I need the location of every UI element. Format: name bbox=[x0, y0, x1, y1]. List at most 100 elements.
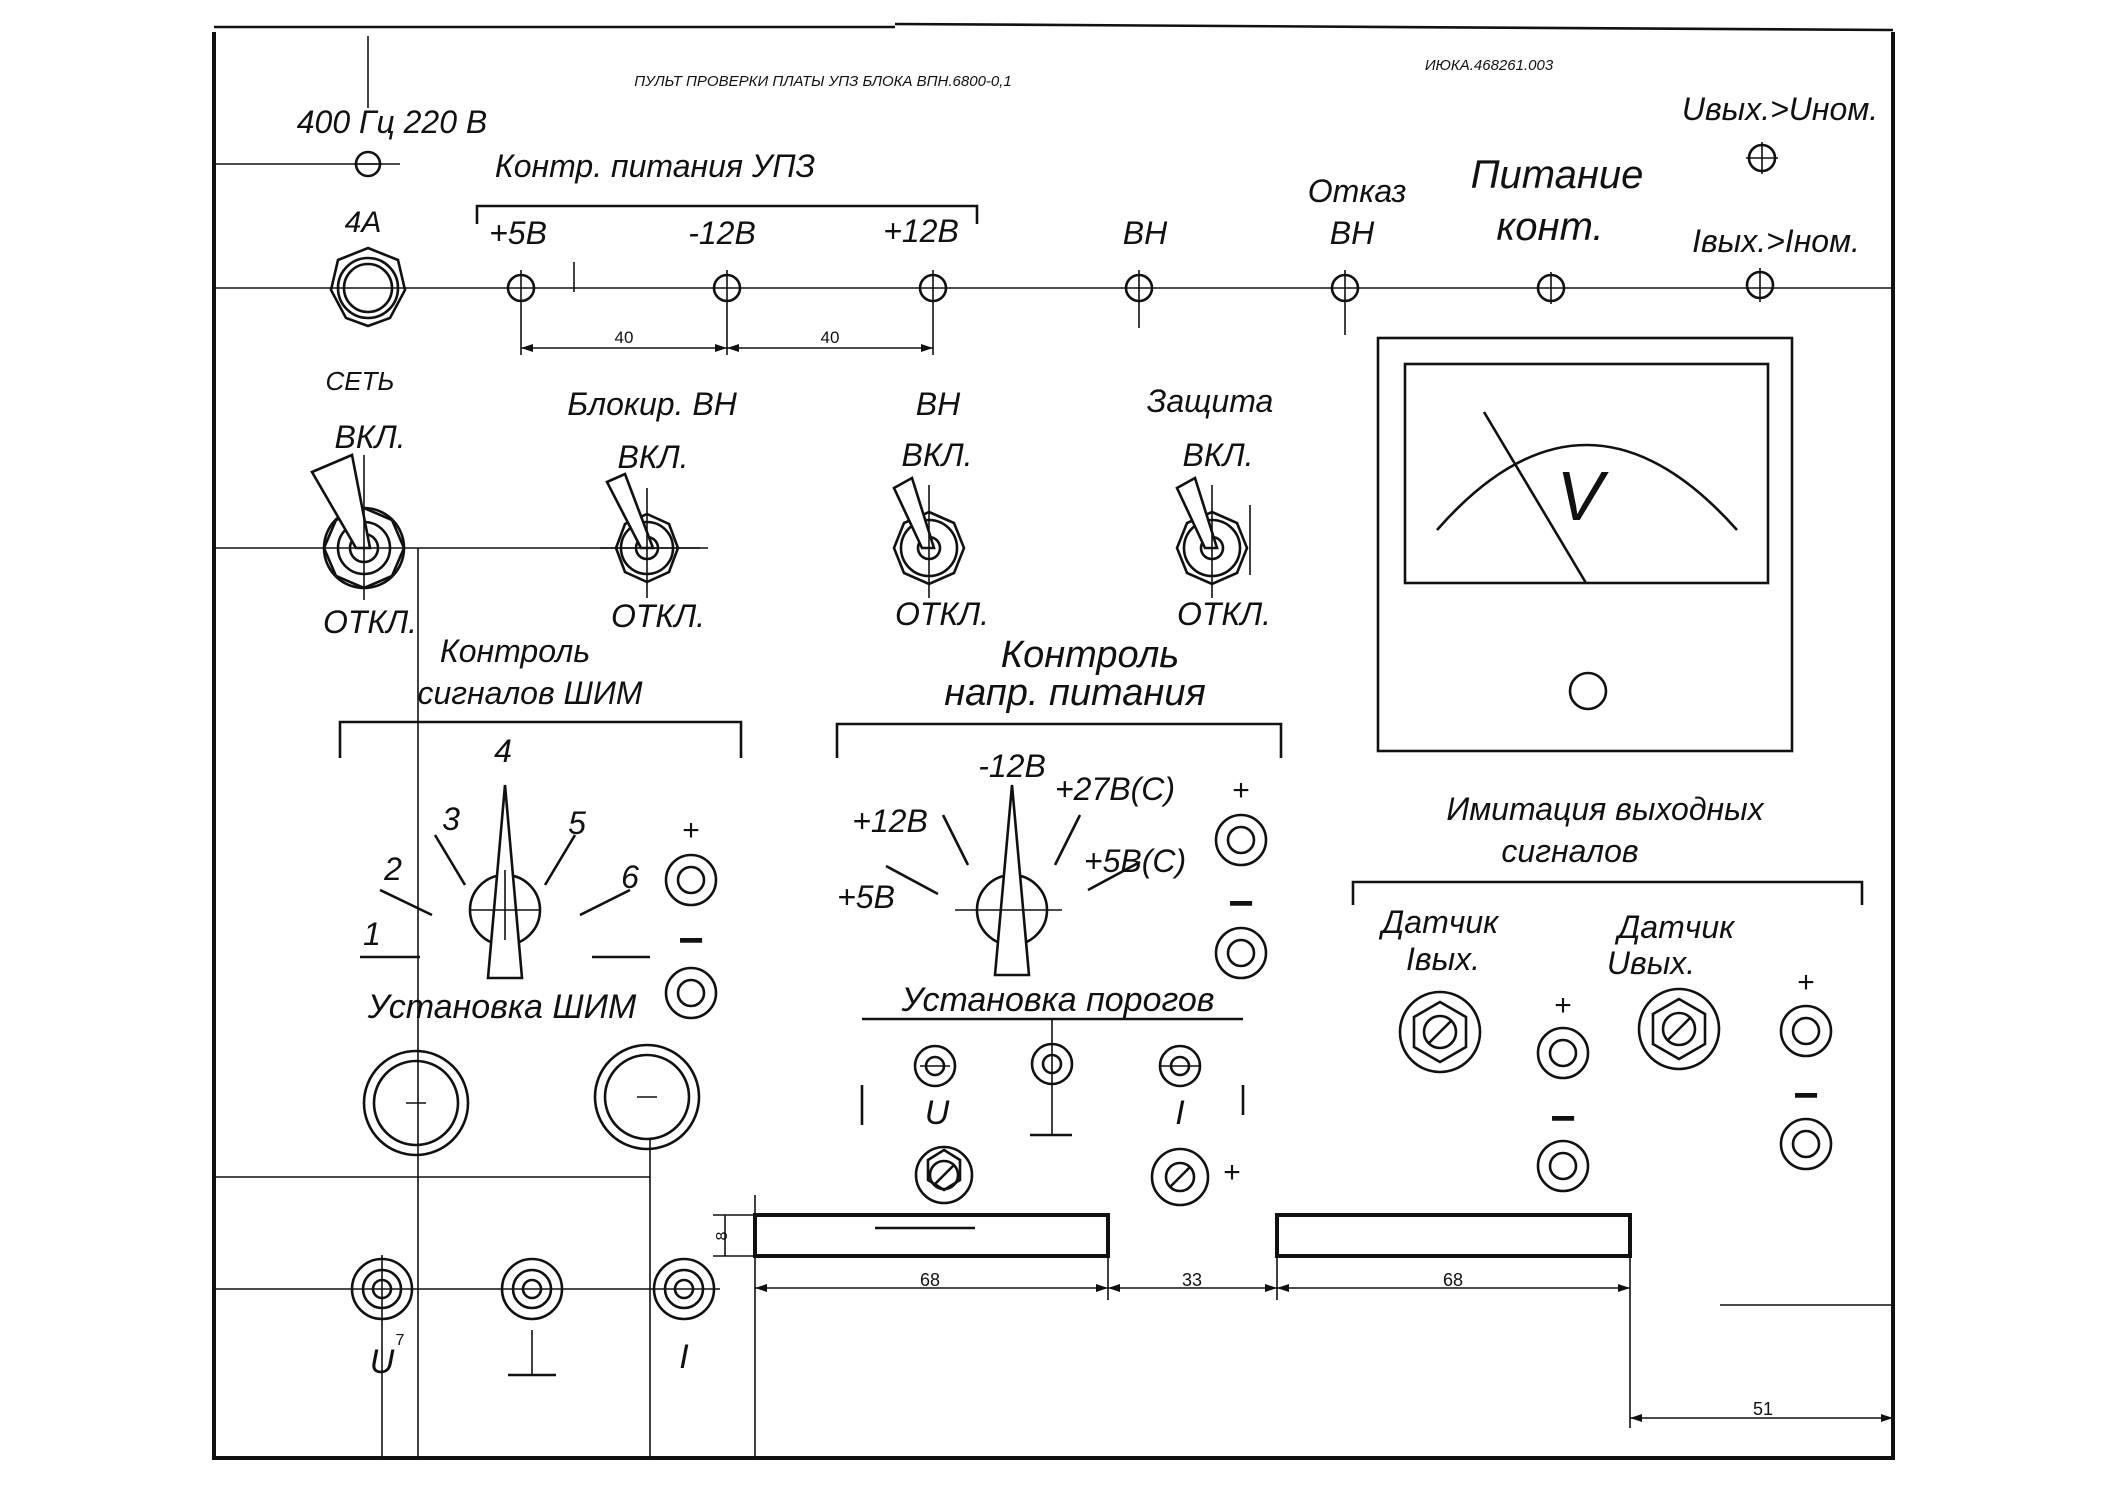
pwm-position-ticks bbox=[360, 834, 650, 959]
sensor-u-trimmer[interactable] bbox=[1637, 987, 1721, 1071]
pwm-pos-5: 5 bbox=[568, 805, 586, 841]
dim-7: 7 bbox=[396, 1332, 405, 1349]
label-on-vn: ВКЛ. bbox=[901, 437, 972, 473]
pwm-pos-6: 6 bbox=[621, 859, 639, 895]
label-off-network: ОТКЛ. bbox=[323, 604, 417, 640]
vn-toggle-switch[interactable] bbox=[892, 476, 966, 598]
bottom-window-left bbox=[753, 1213, 1110, 1258]
pwm-plus-sign: + bbox=[682, 814, 700, 847]
supply-ctrl-title-2: напр. питания bbox=[944, 672, 1206, 714]
bottom-i-jack[interactable] bbox=[652, 1257, 716, 1321]
supply-pos-plus12: +12В bbox=[852, 803, 928, 839]
sensor-u-plus-jack[interactable] bbox=[1779, 1004, 1833, 1058]
threshold-i-label: I bbox=[1175, 1094, 1185, 1132]
supply-ctrl-title-1: Контроль bbox=[1001, 634, 1180, 676]
sensor-i-plus-jack[interactable] bbox=[1536, 1026, 1590, 1080]
sensor-i-plus-sign: + bbox=[1554, 989, 1572, 1022]
bottom-ground-jack[interactable] bbox=[500, 1257, 564, 1377]
sensor-i-label-1: Датчик bbox=[1379, 904, 1500, 940]
thresholds-label: Установка порогов bbox=[900, 981, 1214, 1019]
sensor-u-minus-jack[interactable] bbox=[1779, 1117, 1833, 1171]
sensor-i-minus-jack[interactable] bbox=[1536, 1139, 1590, 1193]
label-upz-plus12: +12В bbox=[883, 213, 959, 249]
bottom-u-jack[interactable] bbox=[350, 1255, 414, 1458]
upz-supply-title: Контр. питания УПЗ bbox=[495, 148, 815, 184]
bottom-i-label: I bbox=[679, 1338, 689, 1376]
supply-minus-jack[interactable] bbox=[1214, 926, 1268, 980]
imitation-title-2: сигналов bbox=[1501, 833, 1638, 869]
power-ctrl-indicator bbox=[1536, 272, 1566, 304]
dim-8: 8 bbox=[714, 1231, 731, 1240]
label-i-overload: Iвых.>Iном. bbox=[1692, 223, 1860, 259]
panel-frame bbox=[212, 22, 1895, 1460]
label-on-protection: ВКЛ. bbox=[1182, 437, 1253, 473]
label-vn-switch: ВН bbox=[916, 386, 961, 422]
pwm-setting-label: Установка ШИМ bbox=[367, 988, 637, 1026]
label-on-network: ВКЛ. bbox=[334, 419, 405, 455]
supply-position-ticks bbox=[885, 814, 1141, 896]
label-power-ctrl-2: конт. bbox=[1496, 205, 1603, 249]
sensor-i-label-2: Iвых. bbox=[1406, 941, 1480, 977]
pwm-selector-knob[interactable] bbox=[468, 784, 542, 980]
sensor-u-label-1: Датчик bbox=[1615, 909, 1736, 945]
bottom-dimensions bbox=[713, 1195, 1893, 1458]
threshold-u-trimmer[interactable] bbox=[914, 1145, 974, 1205]
supply-selector-knob[interactable] bbox=[955, 784, 1062, 977]
dimension-40-40 bbox=[521, 344, 933, 352]
label-off-vn: ОТКЛ. bbox=[895, 596, 989, 632]
voltmeter-symbol: V bbox=[1557, 457, 1610, 535]
threshold-i-test-jack[interactable] bbox=[1158, 1044, 1202, 1088]
label-u-overload: Uвых.>Uном. bbox=[1682, 91, 1878, 127]
upz-plus12-jack[interactable] bbox=[918, 270, 948, 355]
supply-pos-plus5: +5В bbox=[837, 879, 895, 915]
bottom-u-label: U bbox=[370, 1343, 395, 1381]
label-upz-plus5: +5В bbox=[489, 215, 547, 251]
fuse-holder[interactable] bbox=[329, 246, 407, 328]
supply-plus-jack[interactable] bbox=[1214, 813, 1268, 867]
sensor-i-minus-sign: − bbox=[1550, 1094, 1576, 1143]
pwm-setting-knob-left[interactable] bbox=[362, 1049, 470, 1157]
pwm-minus-sign: − bbox=[678, 916, 704, 965]
dim-68-left: 68 bbox=[920, 1270, 940, 1290]
block-vn-toggle-switch[interactable] bbox=[600, 472, 708, 598]
document-number: ИЮКА.468261.003 bbox=[1425, 57, 1554, 74]
upz-minus12-jack[interactable] bbox=[712, 270, 742, 355]
supply-pos-plus27c: +27В(С) bbox=[1055, 771, 1175, 807]
dim-68-right: 68 bbox=[1443, 1270, 1463, 1290]
pwm-pos-2: 2 bbox=[383, 851, 402, 887]
label-power-ctrl-1: Питание bbox=[1471, 153, 1644, 197]
threshold-u-label: U bbox=[925, 1094, 950, 1132]
pwm-minus-jack[interactable] bbox=[664, 966, 718, 1020]
sensor-u-plus-sign: + bbox=[1797, 966, 1815, 999]
vn-indicator bbox=[1124, 270, 1154, 328]
supply-plus-sign: + bbox=[1232, 774, 1250, 807]
label-fail-vn-1: Отказ bbox=[1308, 173, 1407, 209]
dim-40-right: 40 bbox=[821, 328, 840, 347]
sensor-u-label-2: Uвых. bbox=[1607, 945, 1695, 981]
pwm-plus-jack[interactable] bbox=[664, 853, 718, 907]
mains-jack[interactable] bbox=[354, 150, 382, 178]
pwm-setting-knob-right[interactable] bbox=[593, 1043, 701, 1151]
sensor-i-trimmer[interactable] bbox=[1398, 990, 1482, 1074]
supply-ctrl-bracket bbox=[835, 722, 1283, 758]
supply-minus-sign: − bbox=[1228, 879, 1254, 928]
protection-toggle-switch[interactable] bbox=[1175, 476, 1251, 598]
supply-pos-plus5c: +5В(С) bbox=[1084, 843, 1186, 879]
supply-pos-minus12: -12В bbox=[978, 748, 1046, 784]
network-label: СЕТЬ bbox=[326, 366, 395, 396]
label-upz-minus12: -12В bbox=[688, 215, 756, 251]
pwm-pos-1: 1 bbox=[363, 916, 381, 952]
fuse-rating: 4А bbox=[345, 206, 382, 239]
threshold-i-trimmer[interactable] bbox=[1150, 1147, 1210, 1207]
label-off-block-vn: ОТКЛ. bbox=[611, 598, 705, 634]
threshold-ground-test-jack[interactable] bbox=[1030, 1020, 1074, 1137]
pwm-pos-3: 3 bbox=[442, 801, 460, 837]
label-off-protection: ОТКЛ. bbox=[1177, 596, 1271, 632]
network-toggle-switch[interactable] bbox=[310, 453, 406, 600]
upz-plus5-jack[interactable] bbox=[506, 270, 536, 355]
threshold-u-test-jack[interactable] bbox=[913, 1044, 957, 1088]
i-overload-indicator bbox=[1745, 268, 1775, 302]
dim-33: 33 bbox=[1182, 1270, 1202, 1290]
pwm-title-1: Контроль bbox=[440, 633, 590, 669]
label-on-block-vn: ВКЛ. bbox=[617, 439, 688, 475]
